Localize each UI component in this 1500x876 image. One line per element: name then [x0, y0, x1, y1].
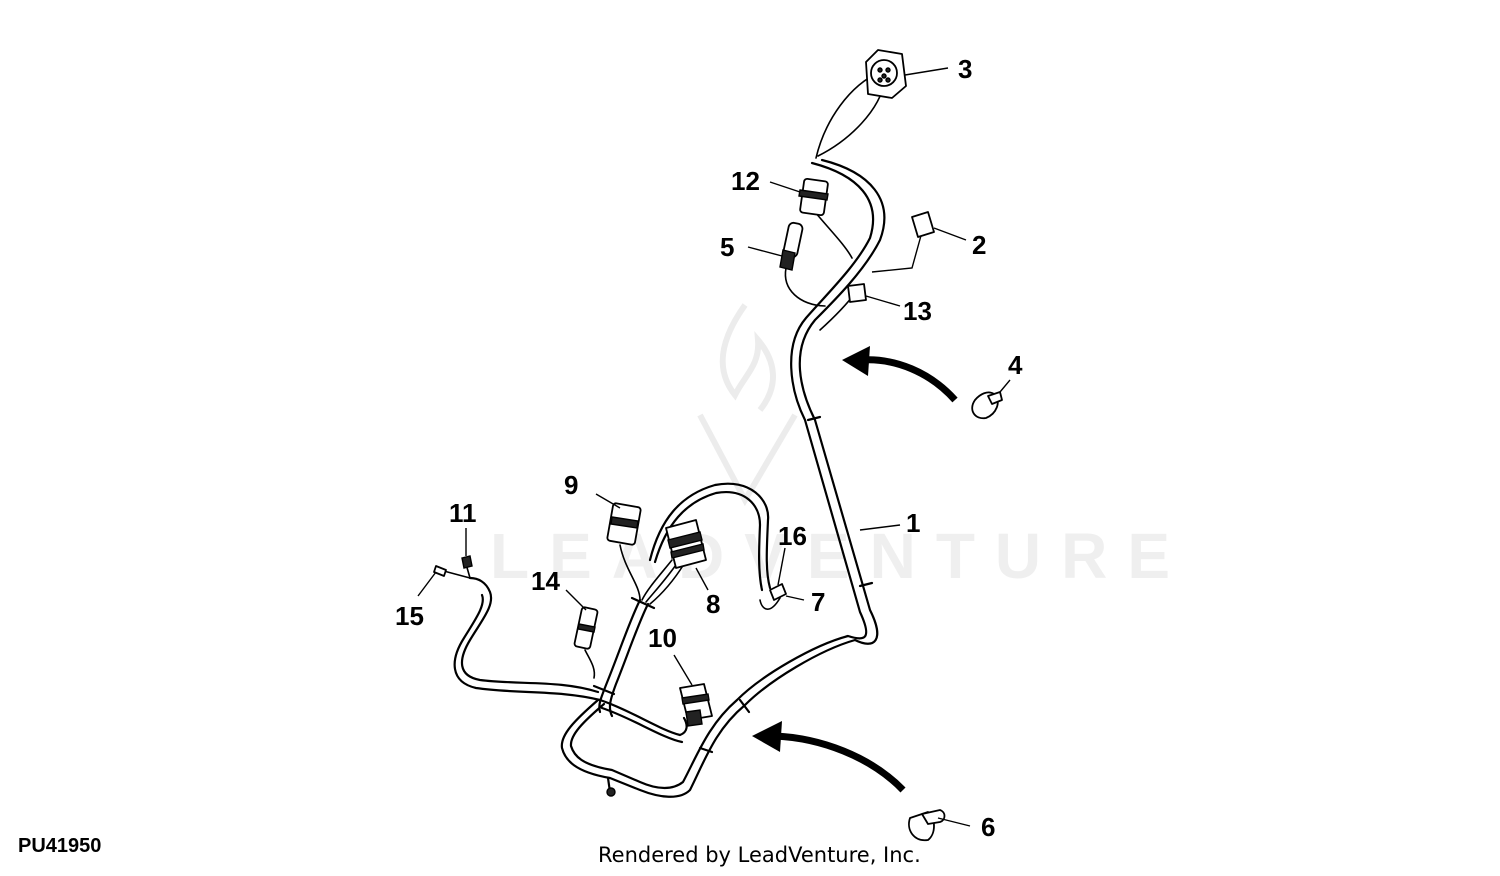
clamp-4 [971, 391, 1003, 420]
connector-10 [679, 683, 713, 727]
install-arrow-upper [842, 346, 958, 403]
connector-8 [641, 519, 707, 605]
leader-lines [417, 67, 1011, 827]
branch-to-11-15 [433, 555, 602, 702]
connector-7-16 [759, 583, 787, 610]
callout-12: 12 [731, 166, 760, 196]
bracket-13 [819, 231, 923, 331]
callout-6: 6 [981, 812, 995, 842]
render-credit: Rendered by LeadVenture, Inc. [598, 843, 921, 867]
connector-5 [779, 221, 826, 307]
callout-11: 11 [449, 498, 477, 528]
watermark-text: LEADVENTURE [490, 520, 1190, 592]
connector-14 [573, 606, 599, 679]
callout-4: 4 [1008, 350, 1023, 380]
callout-labels: 1 2 3 4 5 6 7 8 9 10 11 12 13 14 15 16 [395, 54, 1023, 842]
callout-10: 10 [648, 623, 677, 653]
callout-13: 13 [903, 296, 932, 326]
callout-16: 16 [778, 521, 807, 551]
callout-15: 15 [395, 601, 424, 631]
callout-7: 7 [811, 587, 825, 617]
part-2 [911, 211, 935, 238]
callout-9: 9 [564, 470, 578, 500]
lower-branch-loop [648, 482, 772, 592]
install-arrow-lower [752, 721, 906, 793]
main-harness [560, 158, 886, 798]
connector-3 [865, 49, 907, 99]
callout-5: 5 [720, 232, 734, 262]
clamp-6 [908, 809, 946, 842]
connector-12 [798, 177, 853, 259]
figure-id: PU41950 [18, 835, 102, 857]
callout-1: 1 [906, 508, 920, 538]
callout-14: 14 [531, 566, 560, 596]
mid-branch [592, 596, 688, 744]
callout-2: 2 [972, 230, 986, 260]
connector-9 [606, 502, 642, 601]
callout-8: 8 [706, 589, 720, 619]
watermark: LEADVENTURE [490, 303, 1190, 592]
callout-3: 3 [958, 54, 972, 84]
